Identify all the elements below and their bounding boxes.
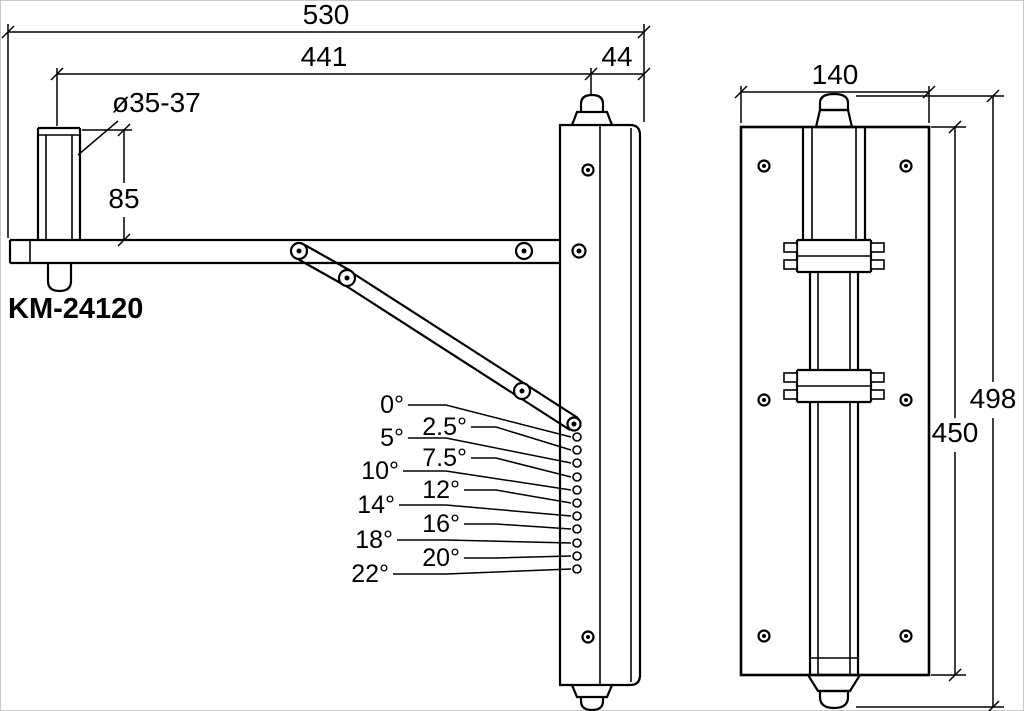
angle-leader (471, 457, 572, 478)
clamp-bolt (870, 242, 885, 253)
bottom-stud-dome (579, 697, 605, 711)
bottom-stud-base (570, 684, 614, 699)
adjustment-hole (572, 432, 582, 442)
adjustment-hole (572, 524, 582, 534)
adjustment-hole (572, 564, 582, 574)
angle-leader (399, 504, 572, 517)
angle-leader (397, 539, 572, 544)
dim-pole-height: 85 (82, 123, 140, 247)
pivot-bolts (289, 241, 587, 432)
dim-pole-diameter: ø35-37 (77, 87, 201, 156)
tilt-angle-callouts: 0° 2.5° 5° 7.5° 10° 12° 14° 16° 18° 20° … (351, 391, 572, 588)
pole-side (36, 126, 82, 293)
angle-label-10: 10° (361, 457, 399, 485)
angle-leader (408, 404, 572, 438)
model-number-label: KM-24120 (8, 293, 143, 325)
angle-leader (408, 437, 572, 464)
pole-bottom-pin (46, 263, 73, 293)
support-arm (8, 238, 560, 265)
angle-label-2-5: 2.5° (422, 413, 467, 441)
adjustment-hole (572, 445, 582, 455)
dim-plate-height: 450 (931, 120, 979, 682)
wall-plate-side (558, 93, 642, 711)
angle-leader (403, 470, 572, 491)
angle-leader (464, 489, 572, 504)
angle-label-14: 14° (357, 491, 395, 519)
diameter-leader (77, 120, 119, 156)
side-view (8, 93, 642, 711)
clamp-bolt (783, 389, 798, 400)
dim-label-44: 44 (601, 41, 632, 72)
adjustment-hole (572, 498, 582, 508)
adjustment-hole (572, 472, 582, 482)
adjustment-hole (572, 458, 582, 468)
angle-label-18: 18° (355, 526, 393, 554)
clamp-bolt (783, 242, 798, 253)
top-stud-dome (818, 92, 850, 112)
dim-overall-depth: 530 (1, 0, 651, 238)
top-stud-dome (579, 93, 605, 112)
angle-label-0: 0° (380, 391, 404, 419)
dim-label-450: 450 (932, 417, 979, 448)
dim-overall-height: 498 (856, 89, 1017, 711)
angle-leader (471, 426, 572, 451)
clamp-bolt (870, 389, 885, 400)
mounting-holes (757, 159, 913, 643)
dim-label-498: 498 (970, 383, 1017, 414)
angle-label-22: 22° (351, 560, 389, 588)
dim-label-441: 441 (301, 41, 348, 72)
top-stud-base (570, 110, 614, 126)
angle-leader (464, 555, 572, 559)
angle-leader (393, 568, 572, 575)
dim-arm-and-bracket: 441 44 (50, 41, 651, 126)
clamp-bolt (783, 372, 798, 383)
bottom-stud-dome (818, 689, 850, 710)
dim-label-85: 85 (108, 183, 139, 214)
top-stud-base (814, 108, 854, 129)
dim-label-diameter: ø35-37 (112, 87, 201, 118)
clamp-bolt (783, 259, 798, 270)
adjustment-holes (572, 432, 582, 574)
angle-label-20: 20° (422, 544, 460, 572)
dim-plate-width: 140 (734, 59, 936, 123)
adjustment-hole (572, 538, 582, 548)
adjustment-hole (572, 551, 582, 561)
clamp-bolt (870, 259, 885, 270)
dim-label-530: 530 (303, 0, 350, 30)
adjustment-hole (572, 511, 582, 521)
angle-leader (464, 523, 572, 530)
angle-label-16: 16° (422, 510, 460, 538)
angle-label-12: 12° (422, 476, 460, 504)
dim-label-140: 140 (812, 59, 859, 90)
angle-label-7-5: 7.5° (422, 444, 467, 472)
bottom-stud-base (806, 673, 862, 693)
front-view (739, 92, 931, 710)
adjustment-hole (572, 485, 582, 495)
angle-label-5: 5° (380, 424, 404, 452)
clamp-bolt (870, 372, 885, 383)
tilt-brace (295, 243, 579, 431)
pole-front (783, 92, 885, 710)
